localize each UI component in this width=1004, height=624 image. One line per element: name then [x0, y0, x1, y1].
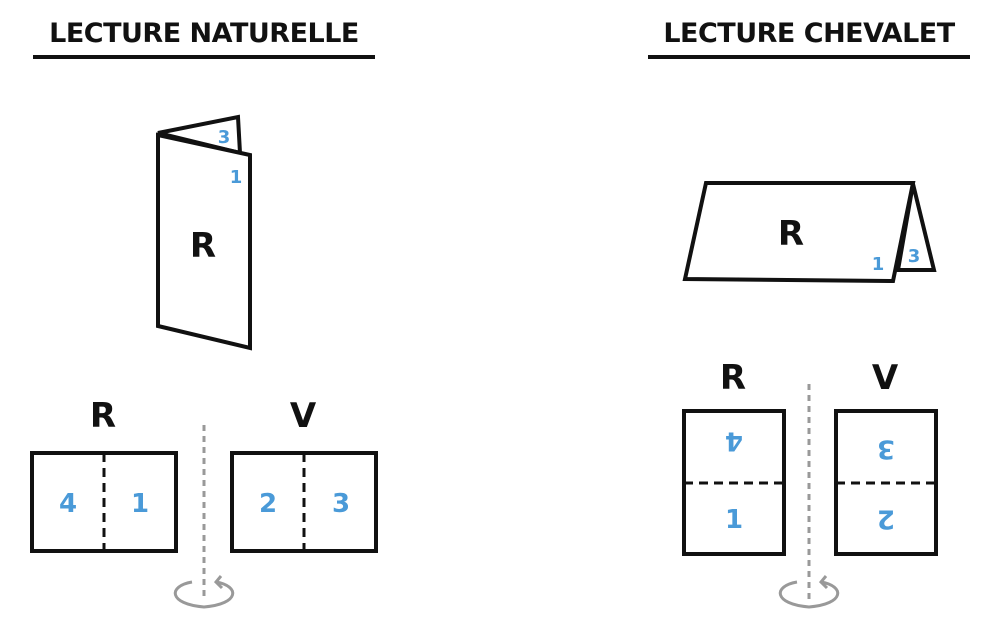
natural-verso-sheet: 2 3 [230, 451, 378, 553]
title-lecture-naturelle: LECTURE NATURELLE [33, 18, 375, 59]
natural-verso-page-right: 3 [332, 489, 350, 519]
natural-folded-back-page: 3 [218, 127, 231, 148]
easel-verso-page-top: 3 [877, 434, 895, 464]
natural-rotation-arrow-icon [173, 580, 235, 609]
easel-front-panel [682, 181, 916, 284]
easel-folded-back-page: 3 [908, 246, 921, 267]
natural-verso-page-left: 2 [259, 489, 277, 519]
natural-front-panel [156, 132, 252, 351]
easel-verso-page-bottom: 2 [877, 504, 895, 534]
easel-recto-sheet: 4 1 [682, 409, 786, 556]
title-lecture-chevalet: LECTURE CHEVALET [648, 18, 970, 59]
natural-folded-front-page: 1 [230, 167, 243, 188]
natural-verso-label: V [290, 396, 317, 436]
easel-verso-sheet: 3 2 [834, 409, 938, 556]
easel-folded-leaflet: 1 3 R [682, 181, 937, 284]
natural-recto-sheet: 4 1 [30, 451, 178, 553]
natural-rotation-axis [173, 425, 235, 609]
easel-rotation-arrow-icon [778, 580, 840, 609]
easel-rotation-axis [778, 384, 840, 609]
natural-recto-page-left: 4 [59, 489, 77, 519]
easel-folded-front-page: 1 [872, 254, 885, 275]
natural-folded-leaflet: 3 1 R [156, 114, 252, 351]
easel-verso-label: V [872, 358, 899, 398]
easel-recto-page-top: 4 [725, 426, 743, 456]
natural-folded-face-label: R [190, 226, 216, 266]
natural-recto-label: R [90, 396, 116, 436]
easel-folded-face-label: R [778, 214, 804, 254]
easel-recto-label: R [720, 358, 746, 398]
easel-recto-page-bottom: 1 [725, 505, 743, 535]
natural-recto-page-right: 1 [131, 489, 149, 519]
